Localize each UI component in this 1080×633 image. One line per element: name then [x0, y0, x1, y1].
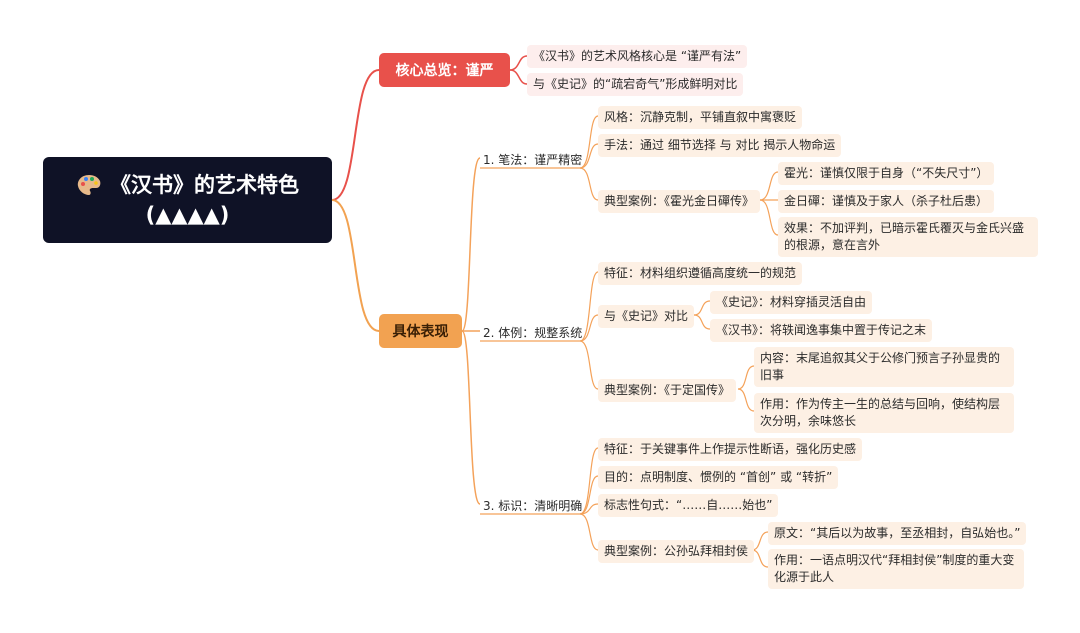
root-subtitle: (▲▲▲▲): [145, 203, 230, 227]
b1-item-case[interactable]: 典型案例：《霍光金日磾传》: [598, 190, 761, 213]
branch-3-label[interactable]: 3. 标识：清晰明确: [483, 499, 583, 513]
root-title: 《汉书》的艺术特色: [110, 173, 299, 197]
b2-item-case[interactable]: 典型案例：《于定国传》: [598, 379, 737, 402]
b3-case-child-1[interactable]: 原文：“其后以为故事，至丞相封，自弘始也。”: [768, 522, 1027, 545]
overview-item-2[interactable]: 与《史记》的“疏宕奇气”形成鲜明对比: [527, 73, 744, 96]
overview-item-1[interactable]: 《汉书》的艺术风格核心是 “谨严有法”: [527, 45, 748, 68]
branch-1-label[interactable]: 1. 笔法：谨严精密: [483, 153, 583, 167]
connector-root-details: [331, 199, 380, 332]
b1-item-method[interactable]: 手法：通过 细节选择 与 对比 揭示人物命运: [598, 134, 842, 157]
b1-case-child-1[interactable]: 霍光：谨慎仅限于自身（“不失尺寸”）: [778, 162, 995, 185]
b2-compare-child-2[interactable]: 《汉书》：将轶闻逸事集中置于传记之末: [710, 319, 933, 342]
overview-node[interactable]: 核心总览：谨严: [379, 53, 510, 87]
connector-root-overview: [331, 69, 380, 201]
root-node[interactable]: 《汉书》的艺术特色 (▲▲▲▲): [43, 157, 332, 243]
b3-item-sentence[interactable]: 标志性句式：“……自……始也”: [598, 494, 779, 517]
b3-item-case[interactable]: 典型案例：公孙弘拜相封侯: [598, 540, 755, 563]
b1-case-child-3[interactable]: 效果：不加评判，已暗示霍氏覆灭与金氏兴盛的根源，意在言外: [778, 217, 1038, 257]
palette-icon: [77, 175, 101, 195]
b2-case-child-2[interactable]: 作用：作为传主一生的总结与回响，使结构层次分明，余味悠长: [754, 393, 1014, 433]
branch-2-label[interactable]: 2. 体例：规整系统: [483, 326, 583, 340]
connector-details-b3: [461, 330, 481, 505]
details-node[interactable]: 具体表现: [379, 314, 462, 348]
b2-item-feature[interactable]: 特征：材料组织遵循高度统一的规范: [598, 262, 803, 285]
b2-case-child-1[interactable]: 内容：末尾追叙其父于公修门预言子孙显贵的旧事: [754, 347, 1014, 387]
b3-case-child-2[interactable]: 作用：一语点明汉代“拜相封侯”制度的重大变化源于此人: [768, 549, 1024, 589]
b3-item-purpose[interactable]: 目的：点明制度、惯例的 “首创” 或 “转折”: [598, 466, 839, 489]
b1-item-style[interactable]: 风格：沉静克制，平铺直叙中寓褒贬: [598, 106, 803, 129]
connector-overview-item1: [509, 55, 528, 71]
connector-details-b1: [461, 157, 481, 332]
b2-compare-child-1[interactable]: 《史记》：材料穿插灵活自由: [710, 291, 873, 314]
b1-case-child-2[interactable]: 金日磾：谨慎及于家人（杀子杜后患）: [778, 190, 995, 213]
connector-overview-item2: [509, 69, 528, 85]
b3-item-feature[interactable]: 特征：于关键事件上作提示性断语，强化历史感: [598, 438, 863, 461]
b2-item-compare[interactable]: 与《史记》对比: [598, 305, 695, 328]
